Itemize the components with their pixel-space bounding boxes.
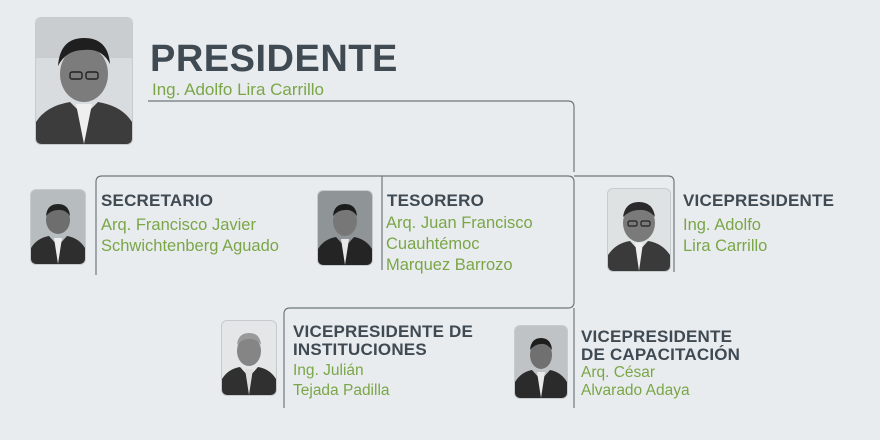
vicepresidente-title: VICEPRESIDENTE bbox=[683, 191, 835, 210]
vp-capacitacion-title: VICEPRESIDENTE DE CAPACITACIÓN bbox=[581, 328, 740, 364]
portrait-icon bbox=[318, 191, 372, 265]
portrait-icon bbox=[36, 18, 132, 144]
connector-row2 bbox=[95, 175, 575, 408]
tesorero-name-line: Cuauhtémoc bbox=[386, 235, 480, 253]
connector-president bbox=[148, 100, 575, 172]
vp-instituciones-photo bbox=[222, 321, 276, 395]
tesorero-name-line: Marquez Barrozo bbox=[386, 256, 513, 274]
vp-instituciones-title-line: VICEPRESIDENTE DE bbox=[293, 322, 474, 341]
tesorero-title: TESORERO bbox=[387, 191, 485, 210]
vp-capacitacion-name: Arq. César Alvarado Adaya bbox=[581, 364, 690, 400]
president-name: Ing. Adolfo Lira Carrillo bbox=[152, 80, 324, 99]
vicepresidente-name-line: Lira Carrillo bbox=[683, 237, 768, 255]
vp-instituciones-name-line: Ing. Julián bbox=[293, 362, 364, 379]
secretario-title: SECRETARIO bbox=[101, 191, 214, 210]
portrait-icon bbox=[515, 326, 567, 398]
portrait-icon bbox=[608, 189, 670, 271]
portrait-icon bbox=[31, 190, 85, 264]
tesorero-name: Arq. Juan Francisco Cuauhtémoc Marquez B… bbox=[386, 213, 533, 276]
vp-capacitacion-title-line: VICEPRESIDENTE bbox=[581, 327, 733, 346]
vp-capacitacion-name-line: Arq. César bbox=[581, 364, 656, 381]
tesorero-name-line: Arq. Juan Francisco bbox=[386, 214, 533, 232]
vp-instituciones-name: Ing. Julián Tejada Padilla bbox=[293, 361, 390, 401]
vicepresidente-name-line: Ing. Adolfo bbox=[683, 216, 761, 234]
secretario-name-line: Arq. Francisco Javier bbox=[101, 216, 256, 234]
tesorero-photo bbox=[318, 191, 372, 265]
vp-instituciones-title-line: INSTITUCIONES bbox=[293, 339, 427, 359]
secretario-name: Arq. Francisco Javier Schwichtenberg Agu… bbox=[101, 215, 279, 257]
president-photo bbox=[36, 18, 132, 144]
vp-capacitacion-name-line: Alvarado Adaya bbox=[581, 382, 690, 399]
vicepresidente-name: Ing. Adolfo Lira Carrillo bbox=[683, 215, 767, 257]
connector-vicepresidente bbox=[574, 175, 675, 272]
secretario-photo bbox=[31, 190, 85, 264]
vp-instituciones-title: VICEPRESIDENTE DE INSTITUCIONES bbox=[293, 323, 473, 359]
president-title: PRESIDENTE bbox=[150, 38, 398, 80]
vp-capacitacion-photo bbox=[515, 326, 567, 398]
secretario-name-line: Schwichtenberg Aguado bbox=[101, 237, 279, 255]
vp-instituciones-name-line: Tejada Padilla bbox=[293, 382, 390, 399]
vp-capacitacion-title-line: DE CAPACITACIÓN bbox=[581, 344, 741, 364]
portrait-icon bbox=[222, 321, 276, 395]
vicepresidente-photo bbox=[608, 189, 670, 271]
